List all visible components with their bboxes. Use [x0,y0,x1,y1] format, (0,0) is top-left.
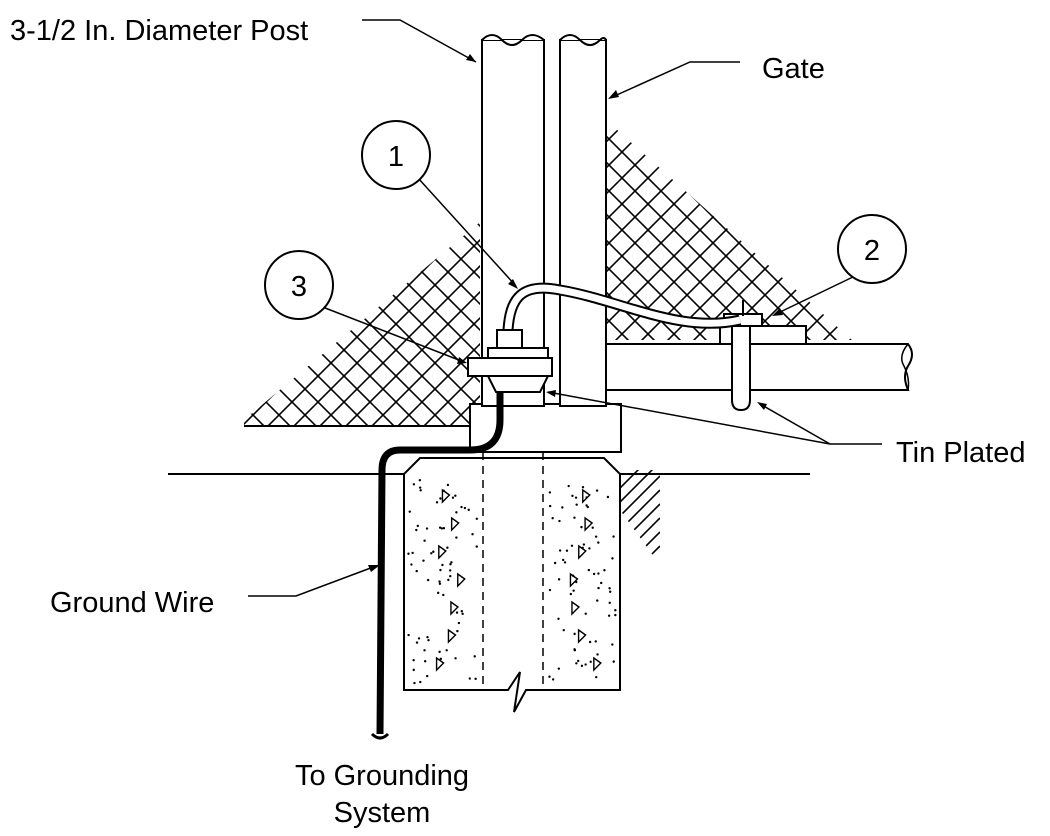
svg-text:2: 2 [864,235,880,267]
gate-post [559,34,607,407]
leader-lines [248,19,882,597]
gate-label: Gate [762,53,825,85]
ground-wire [376,392,504,735]
post-ground-clamp [467,329,553,393]
post-label: 3-1/2 In. Diameter Post [10,15,308,47]
concrete-footing [403,452,621,713]
to-grounding-label-line1: To Grounding [295,760,469,792]
u-bolt-clamp [719,300,807,412]
to-grounding-label-line2: System [334,797,431,829]
ground-wire-label: Ground Wire [50,587,214,619]
callout-3: 3 [264,250,334,320]
svg-text:3: 3 [291,271,307,303]
callout-2: 2 [837,214,907,284]
svg-text:1: 1 [388,141,404,173]
gate-rail [605,343,913,391]
callout-1: 1 [361,120,431,190]
ground-hatch [620,470,660,565]
chain-link-mesh-right [606,120,852,340]
tin-plated-label: Tin Plated [896,437,1026,469]
